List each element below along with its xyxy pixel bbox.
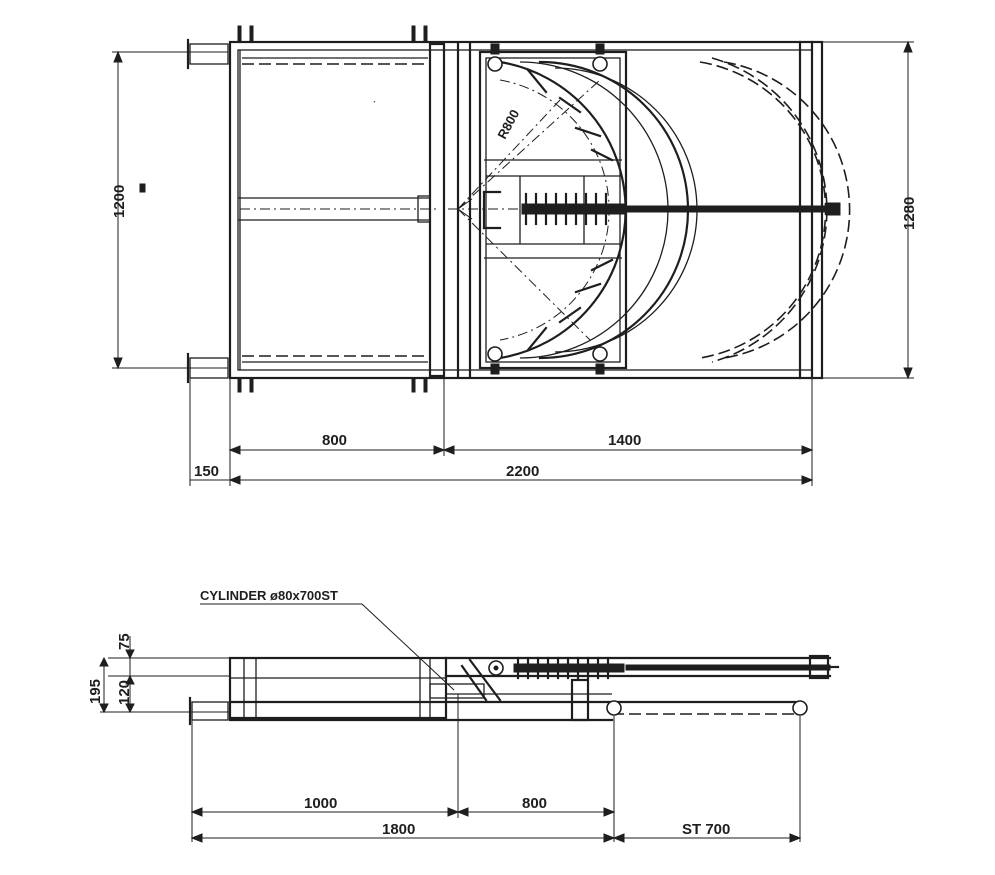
dim-stroke: ST 700 [682, 821, 730, 838]
frame-lugs [139, 25, 428, 393]
dim-1200: 1200 [111, 185, 128, 218]
side-length-dimensions: 1000 800 1800 ST 700 [190, 694, 802, 843]
dim-2200: 2200 [506, 463, 539, 480]
dim-1000: 1000 [304, 795, 337, 812]
dim-120: 120 [116, 680, 133, 705]
plan-dimensions: 1200 1280 800 1400 150 2200 [111, 40, 918, 486]
spring [521, 192, 627, 226]
left-pipe-stubs [186, 38, 229, 384]
side-height-dimensions: 75 120 195 [87, 633, 230, 714]
side-view: CYLINDER ø80x700ST 75 120 195 [87, 588, 840, 843]
spring-side [513, 656, 625, 680]
gate-swing-path [699, 57, 851, 363]
dim-150: 150 [194, 463, 219, 480]
dim-1800: 1800 [382, 821, 415, 838]
svg-text:.: . [374, 98, 375, 103]
dim-1280: 1280 [901, 197, 918, 230]
dim-800-side: 800 [522, 795, 547, 812]
plan-view: . [111, 25, 918, 486]
cylinder-label: CYLINDER ø80x700ST [200, 588, 338, 603]
dim-800: 800 [322, 432, 347, 449]
left-section: . [238, 42, 446, 378]
dim-75: 75 [116, 633, 133, 650]
gate-section: R800 [448, 42, 841, 378]
dim-1400: 1400 [608, 432, 641, 449]
dim-195: 195 [87, 679, 104, 704]
radius-label: R800 [494, 107, 522, 141]
